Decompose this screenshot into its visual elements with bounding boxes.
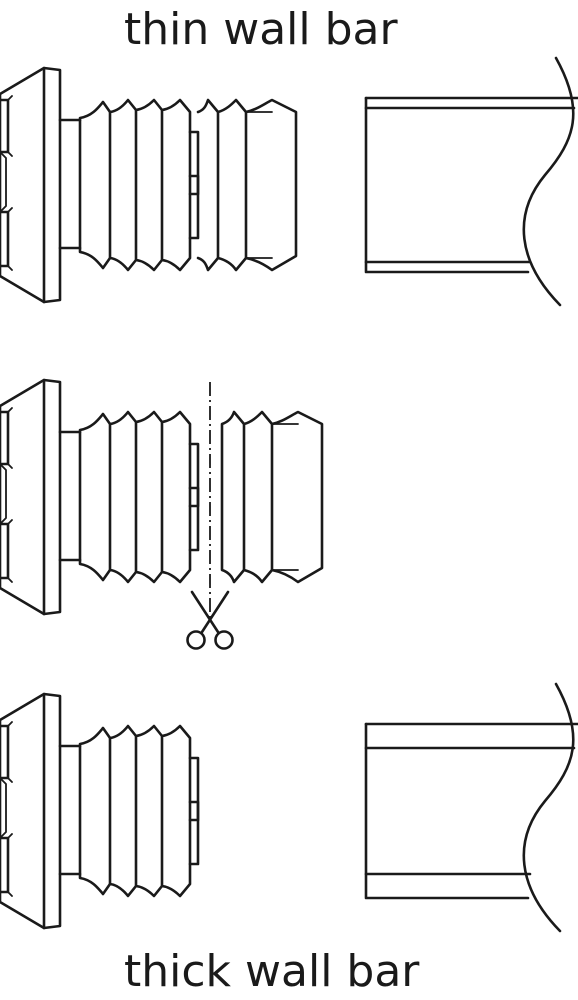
stage-1-full-insert <box>0 66 298 304</box>
label-thick-wall-bar: thick wall bar <box>124 946 420 997</box>
scissors-icon <box>186 590 234 650</box>
thick-wall-bar <box>364 682 578 933</box>
thin-wall-bar <box>364 56 578 307</box>
stage-2-cut-insert <box>0 378 200 616</box>
stage-3-trimmed-insert <box>0 692 200 930</box>
label-thin-wall-bar: thin wall bar <box>124 4 399 55</box>
cut-off-segment <box>220 410 324 584</box>
